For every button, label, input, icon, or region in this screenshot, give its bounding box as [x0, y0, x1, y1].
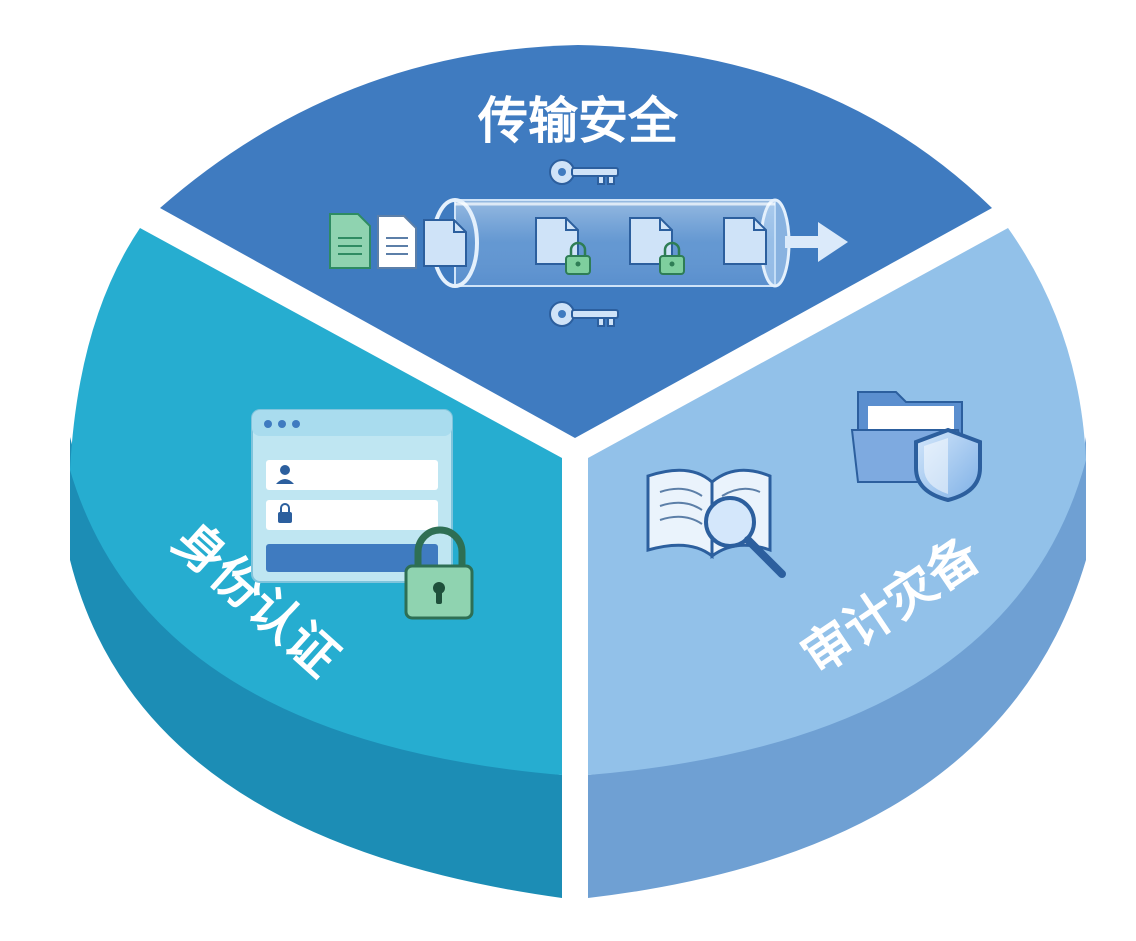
- audit-segment: [588, 228, 1086, 775]
- transport-label: 传输安全: [477, 92, 679, 150]
- small-lock-icon: [278, 503, 292, 523]
- tunnel-exit-document-icon: [723, 217, 767, 265]
- audit-side-wall: [588, 437, 1086, 898]
- username-field: [266, 460, 438, 490]
- user-icon: [276, 465, 294, 484]
- pie-side-walls: [70, 437, 1086, 898]
- green-document-icon: [329, 213, 371, 269]
- locked-document-icon: [535, 217, 591, 275]
- white-document-icon: [377, 215, 417, 269]
- arrow-right-icon: [785, 222, 848, 262]
- auth-side-wall: [70, 437, 562, 898]
- magnifier-icon: [704, 496, 786, 578]
- login-button: [266, 544, 438, 572]
- tunnel-entry-document-icon: [423, 219, 467, 267]
- key-icon: [549, 159, 619, 185]
- encryption-tunnel-icon: [431, 198, 791, 288]
- password-field: [266, 500, 438, 530]
- padlock-icon: [404, 526, 474, 620]
- login-window-icon: [251, 409, 453, 583]
- locked-document-icon-2: [629, 217, 685, 275]
- shield-icon: [914, 427, 982, 503]
- key-icon-lower: [549, 301, 619, 327]
